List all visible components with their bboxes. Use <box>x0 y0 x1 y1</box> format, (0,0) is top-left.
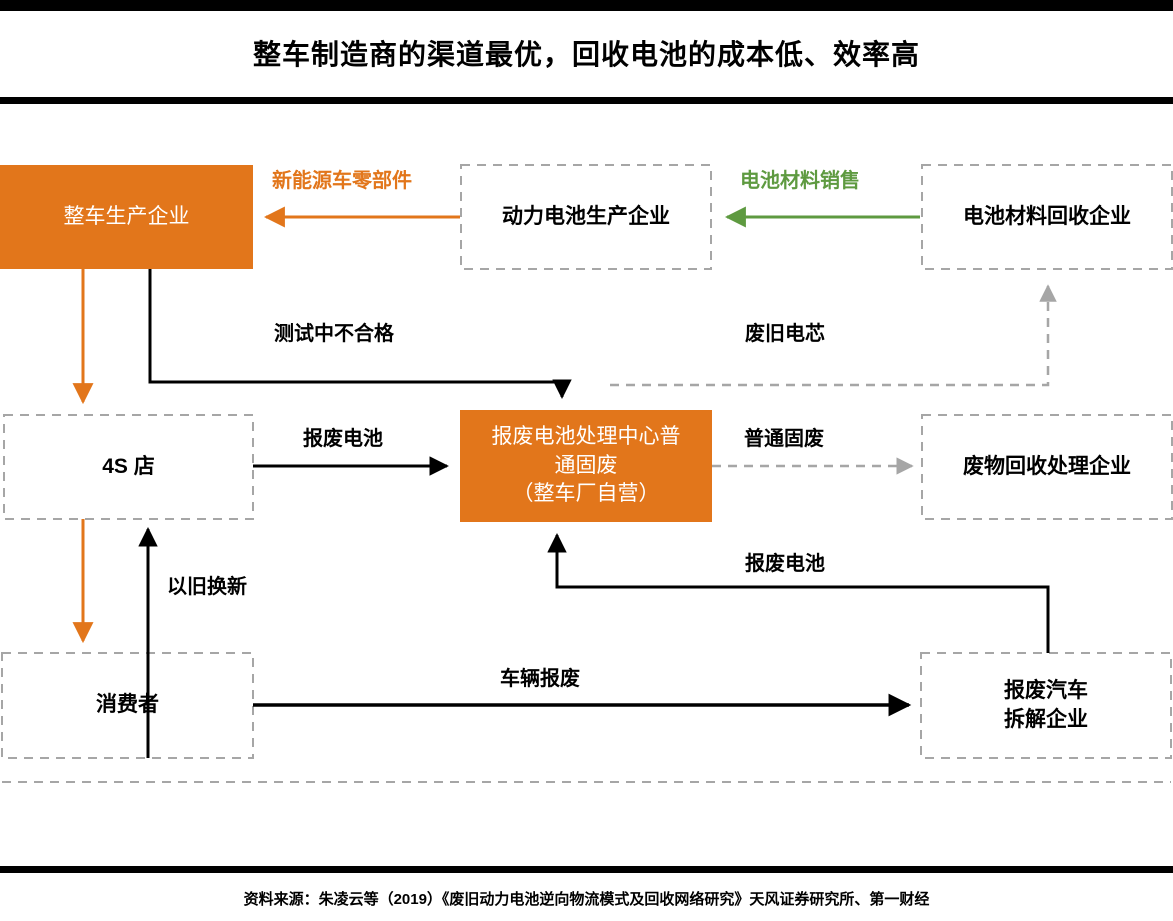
edge-scrap-battery-dismantler <box>547 533 1050 653</box>
source-note: 资料来源：朱凌云等（2019）《废旧动力电池逆向物流模式及回收网络研究》天风证券… <box>243 891 930 908</box>
node-oem[interactable]: 整车生产企业 <box>0 165 253 269</box>
node-battery-center[interactable]: 报废电池处理中心普 通固废 （整车厂自营） <box>460 410 712 522</box>
node-box-material-recyc <box>921 164 1173 270</box>
node-oem-label: 整车生产企业 <box>63 204 190 228</box>
edge-label-solid-waste: 普通固废 <box>744 428 824 450</box>
node-waste-recyc-label: 废物回收处理企业 <box>963 454 1131 478</box>
node-dismantler[interactable]: 报废汽车 拆解企业 <box>921 653 1171 758</box>
edge-scrap-cell <box>610 284 1057 387</box>
node-box-battery-maker <box>460 164 712 270</box>
node-box-consumer <box>1 652 254 759</box>
edge-label-trade-in: 以旧换新 <box>167 576 247 598</box>
node-consumer-label: 消费者 <box>96 693 159 717</box>
node-material-recyc[interactable]: 电池材料回收企业 <box>922 165 1172 269</box>
top-rule <box>0 0 1173 11</box>
edge-label-test-fail: 测试中不合格 <box>274 323 394 345</box>
node-dealer-4s-label: 4S 店 <box>102 454 155 478</box>
footer-rule <box>0 866 1173 873</box>
title-underline-rule <box>0 97 1173 104</box>
node-dismantler-line1: 报废汽车 <box>1004 679 1088 703</box>
node-dealer-4s[interactable]: 4S 店 <box>4 415 253 519</box>
edge-label-scrap-cell: 废旧电芯 <box>745 323 825 345</box>
edge-label-parts: 新能源车零部件 <box>272 170 412 192</box>
node-battery-maker-label: 动力电池生产企业 <box>502 204 670 228</box>
node-battery-center-line1: 报废电池处理中心普 <box>491 425 681 449</box>
node-battery-maker[interactable]: 动力电池生产企业 <box>461 165 711 269</box>
page-title: 整车制造商的渠道最优，回收电池的成本低、效率高 <box>252 39 920 70</box>
node-waste-recyc[interactable]: 废物回收处理企业 <box>922 415 1172 519</box>
edge-label-scrap-battery-dealer: 报废电池 <box>303 428 383 450</box>
edge-label-scrap-battery-dismantler: 报废电池 <box>745 553 825 575</box>
node-consumer[interactable]: 消费者 <box>2 653 253 758</box>
node-battery-center-line3: （整车厂自营） <box>512 482 660 506</box>
edge-label-material-sale: 电池材料销售 <box>740 170 860 192</box>
node-box-dismantler <box>920 652 1172 759</box>
node-dismantler-line2: 拆解企业 <box>1004 707 1088 731</box>
node-battery-center-line2: 通固废 <box>554 453 618 477</box>
node-material-recyc-label: 电池材料回收企业 <box>963 204 1131 228</box>
node-box-waste-recyc <box>921 414 1173 520</box>
edge-test-fail <box>148 269 572 399</box>
edge-label-vehicle-scrap: 车辆报废 <box>500 668 580 690</box>
